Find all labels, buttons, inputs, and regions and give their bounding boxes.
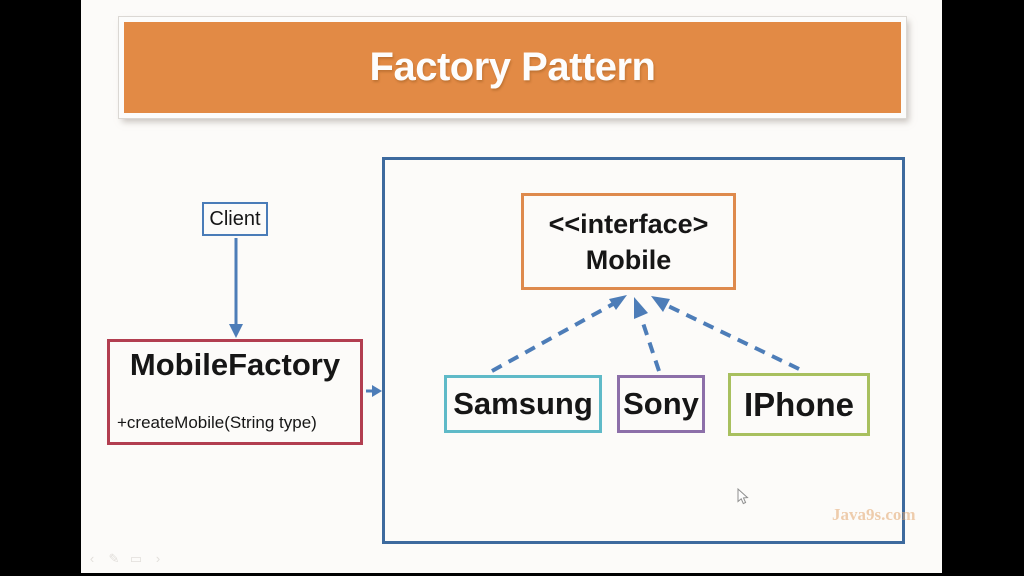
client-label: Client [209, 207, 261, 230]
factory-to-container-arrow [366, 385, 382, 397]
slide-title-banner: Factory Pattern [119, 17, 906, 118]
slide-canvas: Factory Pattern Client MobileFactory +cr… [81, 0, 942, 573]
page-title: Factory Pattern [369, 45, 656, 89]
createmobile-method-label: +createMobile(String type) [117, 413, 317, 432]
presenter-controls: ‹ ✎ ▭ › [85, 552, 165, 566]
samsung-class-box: Samsung [444, 375, 602, 433]
client-to-factory-arrow [229, 238, 243, 338]
mobilefactory-class-box: MobileFactory +createMobile(String type) [107, 339, 363, 445]
sony-class-box: Sony [617, 375, 705, 433]
sony-label: Sony [623, 386, 699, 421]
iphone-class-box: IPhone [728, 373, 870, 436]
watermark: Java9s.com [832, 505, 916, 524]
previous-slide-icon[interactable]: ‹ [89, 551, 95, 566]
products-container-box [382, 157, 905, 544]
mobile-interface-box: <<interface> Mobile [521, 193, 736, 290]
next-slide-icon[interactable]: › [155, 551, 161, 566]
interface-name-label: Mobile [585, 244, 672, 275]
mobilefactory-title: MobileFactory [129, 347, 341, 382]
iphone-label: IPhone [743, 385, 854, 423]
interface-stereotype-label: <<interface> [548, 208, 709, 239]
samsung-label: Samsung [453, 386, 593, 421]
client-class-box: Client [202, 202, 268, 236]
slide-navigator-icon[interactable]: ▭ [129, 551, 143, 566]
pen-tool-icon[interactable]: ✎ [108, 551, 120, 566]
